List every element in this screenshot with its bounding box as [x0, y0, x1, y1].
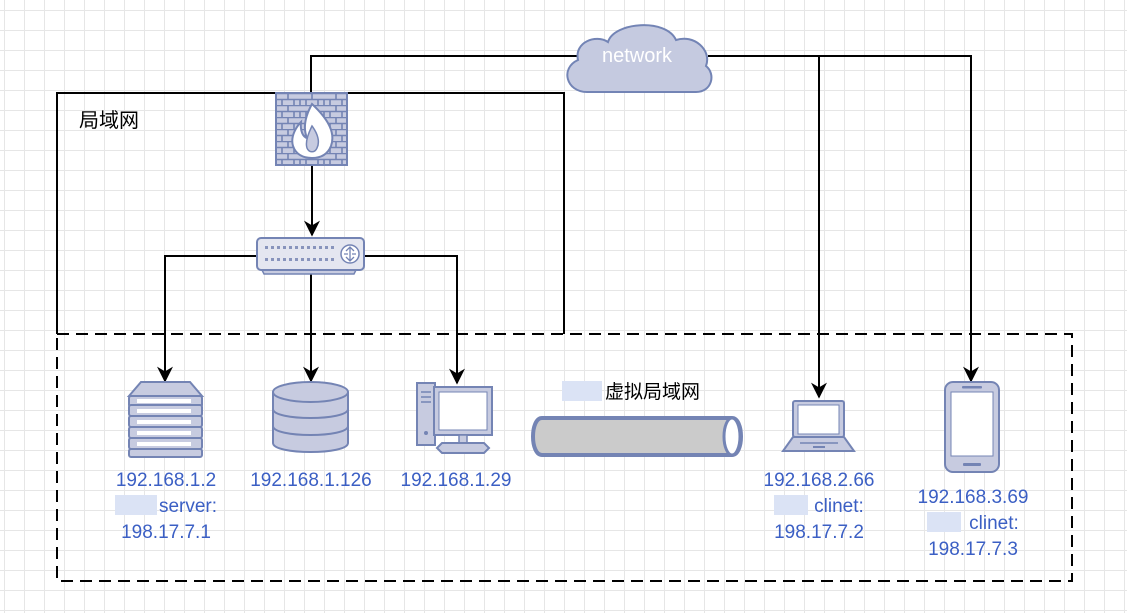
server-icon [126, 381, 205, 458]
laptop-label: 192.168.2.66 clinet: 198.17.7.2 [749, 468, 889, 546]
laptop-vpn-role: clinet: [814, 496, 864, 517]
link-switch-desktop [365, 255, 465, 385]
laptop-ip: 192.168.2.66 [763, 470, 875, 491]
server-vpn-ip: 198.17.7.1 [121, 522, 211, 543]
redacted-mark [562, 381, 602, 401]
link-cloud-laptop [708, 55, 827, 399]
desktop-label: 192.168.1.29 [386, 468, 526, 494]
phone-vpn-role-line: clinet: [903, 511, 1043, 537]
cloud-label: network [602, 45, 673, 67]
phone-icon [944, 381, 1000, 473]
phone-label: 192.168.3.69 clinet: 198.17.7.3 [903, 485, 1043, 563]
server-ip: 192.168.1.2 [115, 470, 217, 491]
laptop-icon [781, 400, 856, 452]
link-cloud-phone [708, 55, 979, 383]
vlan-boundary [56, 333, 1073, 582]
desktop-ip: 192.168.1.29 [400, 470, 512, 491]
vpn-tunnel-icon [531, 416, 743, 457]
phone-vpn-ip: 198.17.7.3 [928, 539, 1018, 560]
server-label: 192.168.1.2 server: 198.17.7.1 [96, 468, 236, 546]
firewall-icon [275, 92, 348, 166]
laptop-vpn-role-line: clinet: [749, 494, 889, 520]
cloud-icon: network [566, 24, 713, 93]
lan-label: 局域网 [79, 108, 139, 132]
switch-icon [256, 237, 365, 275]
link-firewall-cloud [310, 55, 578, 93]
database-label: 192.168.1.126 [236, 468, 386, 494]
database-ip: 192.168.1.126 [250, 470, 372, 491]
phone-ip: 192.168.3.69 [917, 487, 1029, 508]
redacted-mark [774, 495, 809, 515]
redacted-mark [927, 512, 962, 532]
server-vpn-role-line: server: [96, 494, 236, 520]
vlan-label: 虚拟局域网 [562, 378, 700, 406]
link-switch-server [157, 255, 257, 383]
desktop-icon [416, 382, 493, 454]
server-vpn-role: server: [158, 496, 218, 517]
database-icon [272, 381, 349, 453]
redacted-mark [114, 495, 157, 515]
phone-vpn-role: clinet: [969, 513, 1019, 534]
laptop-vpn-ip: 198.17.7.2 [774, 522, 864, 543]
